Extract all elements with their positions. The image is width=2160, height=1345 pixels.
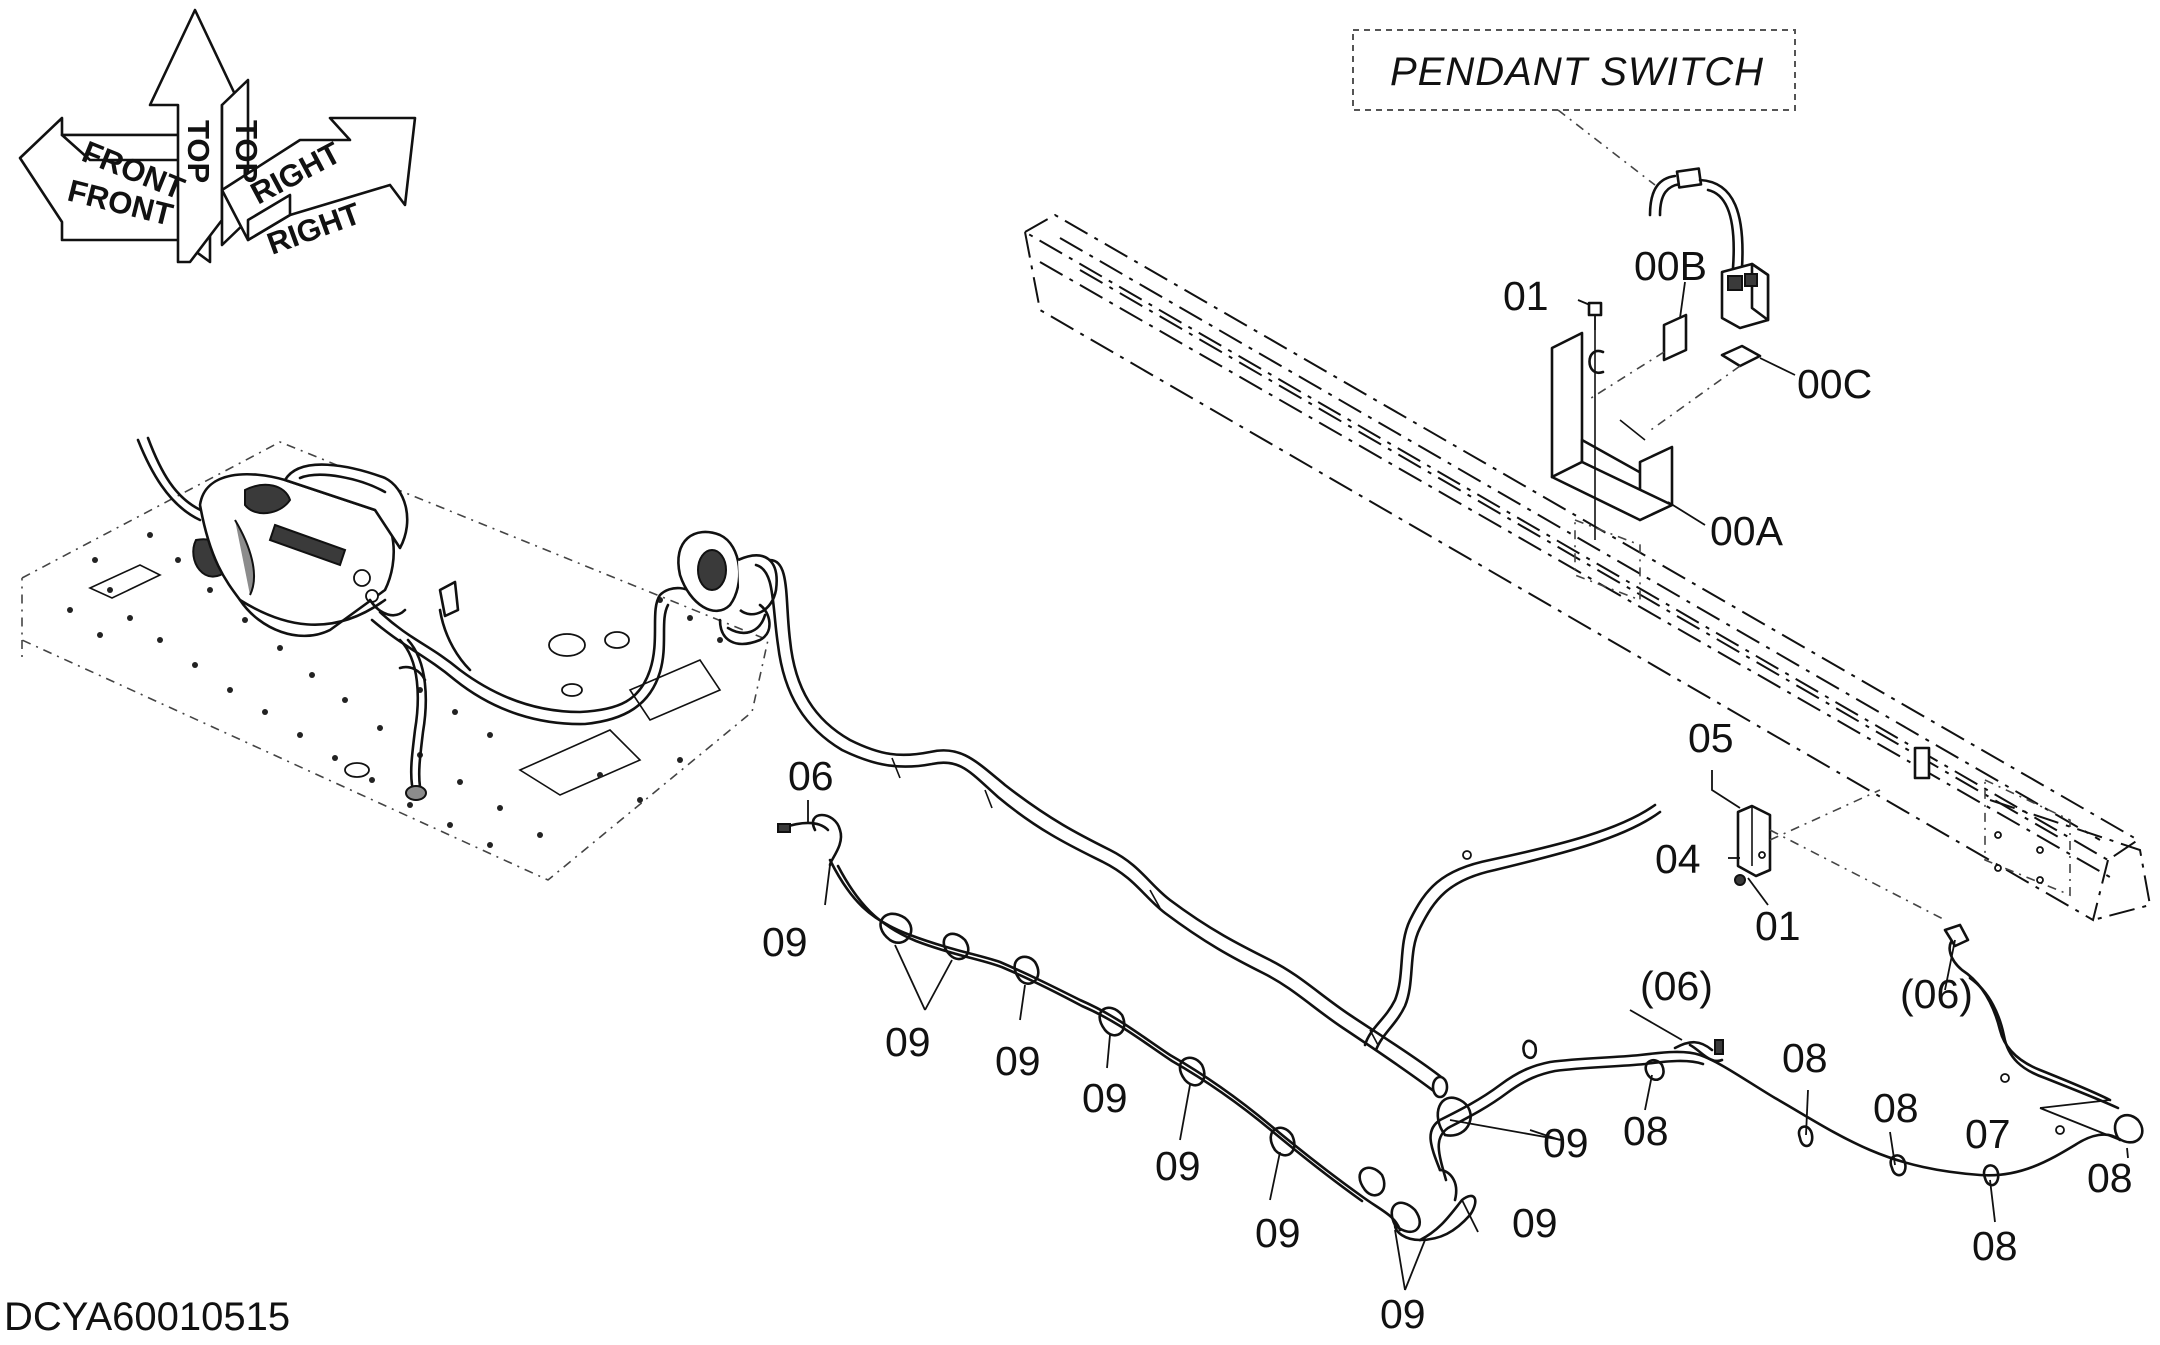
callout-08-e: 08 <box>2087 1155 2133 1201</box>
right-harness <box>1429 923 2144 1187</box>
callout-00B: 00B <box>1634 243 1707 289</box>
callout-09-b: 09 <box>885 1019 931 1065</box>
callout-09-c: 09 <box>995 1038 1041 1084</box>
long-rail <box>1022 213 2152 922</box>
callout-06: 06 <box>788 753 834 799</box>
callout-09-d: 09 <box>1082 1075 1128 1121</box>
callout-09-a: 09 <box>762 919 808 965</box>
clip-09-loop-icon <box>879 912 913 944</box>
callout-00C: 00C <box>1797 361 1872 407</box>
label-00C <box>1647 344 1762 433</box>
bolt-01-top <box>1587 301 1603 330</box>
main-tube <box>754 558 1449 1099</box>
callout-08-d: 08 <box>1972 1223 2018 1269</box>
console-harness <box>370 580 702 801</box>
top-label-left: TOP <box>181 120 216 183</box>
label-00B <box>1587 313 1688 401</box>
pendant-switch-label: PENDANT SWITCH <box>1390 50 1764 94</box>
callout-09-i: 09 <box>1543 1120 1589 1166</box>
callout-09-g: 09 <box>1380 1291 1426 1337</box>
callout-08-a: 08 <box>1623 1108 1669 1154</box>
floor-plate <box>21 441 769 881</box>
drawing-id: DCYA60010515 <box>4 1295 290 1339</box>
callout-01-top: 01 <box>1503 273 1549 319</box>
callout-08-b: 08 <box>1782 1035 1828 1081</box>
callout-09-f: 09 <box>1255 1210 1301 1256</box>
bracket-00A <box>1550 310 1674 540</box>
top-label-right: TOP <box>229 120 264 183</box>
callout-06-paren-1: (06) <box>1640 963 1713 1009</box>
leader-lines <box>807 281 2129 1291</box>
callout-01-mid: 01 <box>1755 903 1801 949</box>
connector-hub <box>677 530 778 646</box>
callout-04: 04 <box>1655 836 1701 882</box>
callout-09-e: 09 <box>1155 1143 1201 1189</box>
bracket-04 <box>1734 789 1946 921</box>
secondary-tube <box>1363 803 1662 1052</box>
lower-harness <box>777 813 1477 1242</box>
callout-06-paren-2: (06) <box>1900 971 1973 1017</box>
callout-08-c: 08 <box>1873 1085 1919 1131</box>
pendant-switch-cable <box>1648 167 1770 330</box>
callout-07: 07 <box>1965 1111 2011 1157</box>
callout-09-h: 09 <box>1512 1200 1558 1246</box>
pendant-switch-box: PENDANT SWITCH <box>1352 29 1796 186</box>
callout-00A: 00A <box>1710 508 1784 554</box>
orientation-compass: FRONT FRONT TOP TOP RIGHT RIGHT <box>18 8 417 264</box>
joystick-console <box>136 436 409 638</box>
callout-05: 05 <box>1688 715 1734 761</box>
callout-labels: 00B 01 00C 00A 05 04 01 06 (06) (06) 09 … <box>762 243 2133 1337</box>
